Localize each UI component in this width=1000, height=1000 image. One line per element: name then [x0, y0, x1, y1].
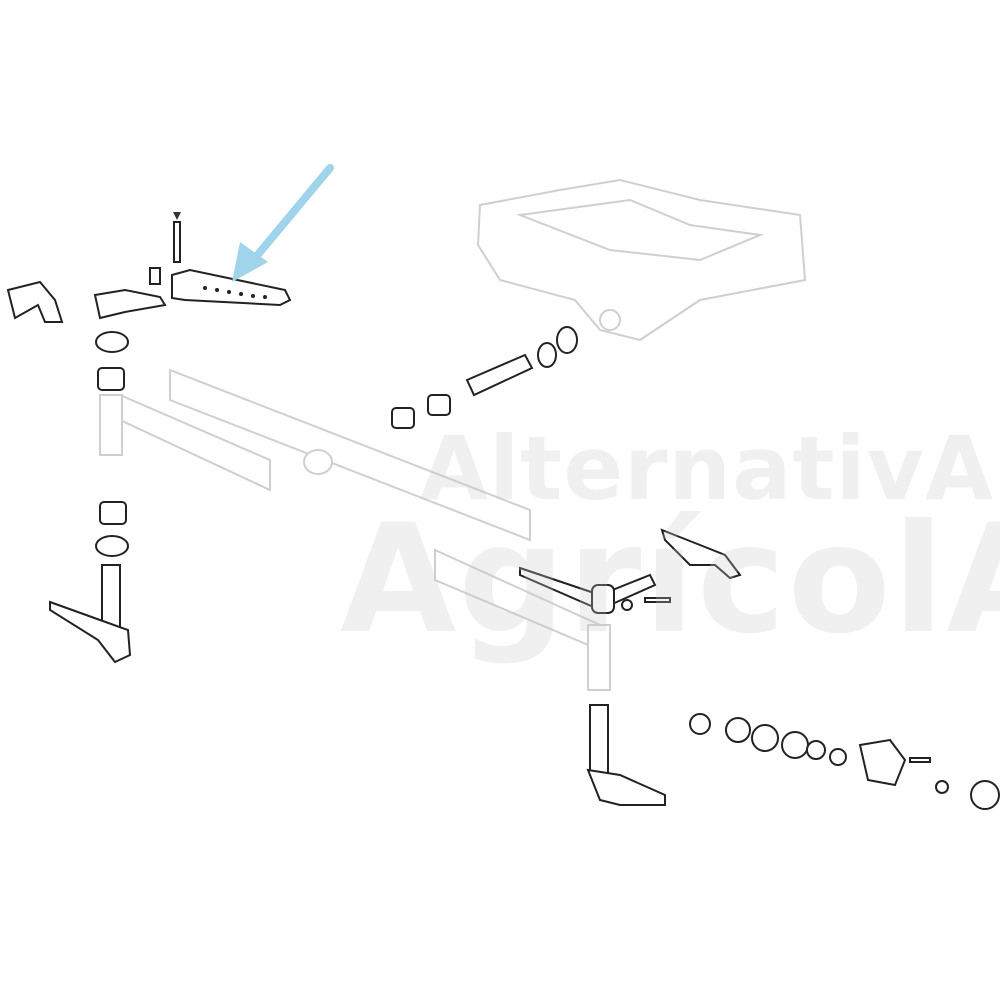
right-steering-arm — [519, 528, 742, 614]
pivot-pin-set — [391, 326, 578, 429]
right-spindle-hub — [586, 704, 1000, 810]
left-steering-knuckle — [6, 280, 167, 664]
chassis-frame — [476, 178, 807, 342]
arrow-icon — [232, 164, 334, 282]
steering-arm[interactable] — [149, 212, 292, 307]
front-axle-beam — [99, 368, 611, 691]
